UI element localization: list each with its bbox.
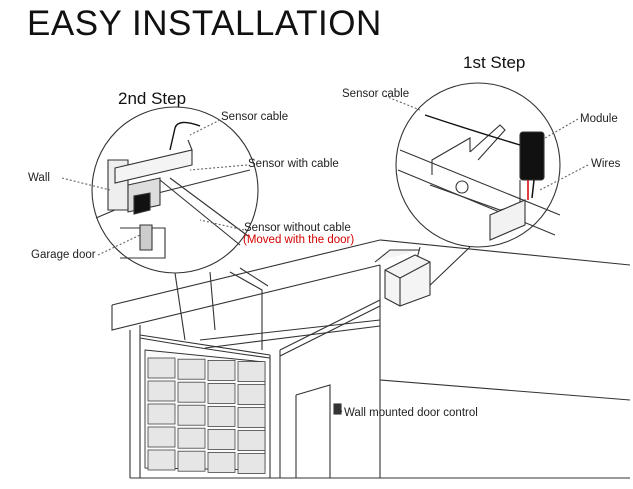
door-panel bbox=[147, 403, 176, 425]
wires-label: Wires bbox=[591, 158, 621, 170]
door-panel bbox=[237, 453, 266, 475]
wall-control-label: Wall mounted door control bbox=[344, 407, 478, 419]
sensor-without-cable-label: Sensor without cable bbox=[244, 222, 351, 234]
module-box bbox=[519, 131, 545, 181]
door-panel bbox=[237, 361, 266, 383]
door-panel bbox=[177, 381, 206, 403]
first-step-label: 1st Step bbox=[463, 53, 526, 72]
door-panel bbox=[207, 359, 236, 381]
door-opener bbox=[374, 249, 431, 307]
door-panel bbox=[207, 428, 236, 450]
wall-control-box bbox=[333, 403, 342, 415]
sensor-cable-right-label: Sensor cable bbox=[342, 88, 410, 100]
garage-door-label: Garage door bbox=[31, 249, 96, 261]
door-panel bbox=[207, 451, 236, 473]
door-panel bbox=[177, 358, 206, 380]
sensor-with-cable-label: Sensor with cable bbox=[248, 158, 339, 170]
door-panel bbox=[177, 404, 206, 426]
door-panel bbox=[177, 450, 206, 472]
door-panel bbox=[207, 405, 236, 427]
page-title: EASY INSTALLATION bbox=[27, 4, 382, 43]
module-label: Module bbox=[580, 113, 618, 125]
door-panel bbox=[237, 430, 266, 452]
door-panel bbox=[237, 407, 266, 429]
door-panel bbox=[207, 382, 236, 404]
wall-label: Wall bbox=[28, 172, 50, 184]
door-panel bbox=[147, 449, 176, 471]
moved-with-door-label: (Moved with the door) bbox=[243, 234, 355, 246]
second-step-detail bbox=[95, 121, 251, 259]
door-panel bbox=[147, 380, 176, 402]
sensor-cable-left-label: Sensor cable bbox=[221, 111, 289, 123]
garage-structure bbox=[111, 239, 631, 479]
second-step-label: 2nd Step bbox=[118, 89, 187, 108]
door-panel bbox=[177, 427, 206, 449]
door-panel bbox=[237, 384, 266, 406]
first-step-detail bbox=[397, 114, 561, 241]
door-panel bbox=[147, 426, 176, 448]
door-panel bbox=[147, 357, 176, 379]
